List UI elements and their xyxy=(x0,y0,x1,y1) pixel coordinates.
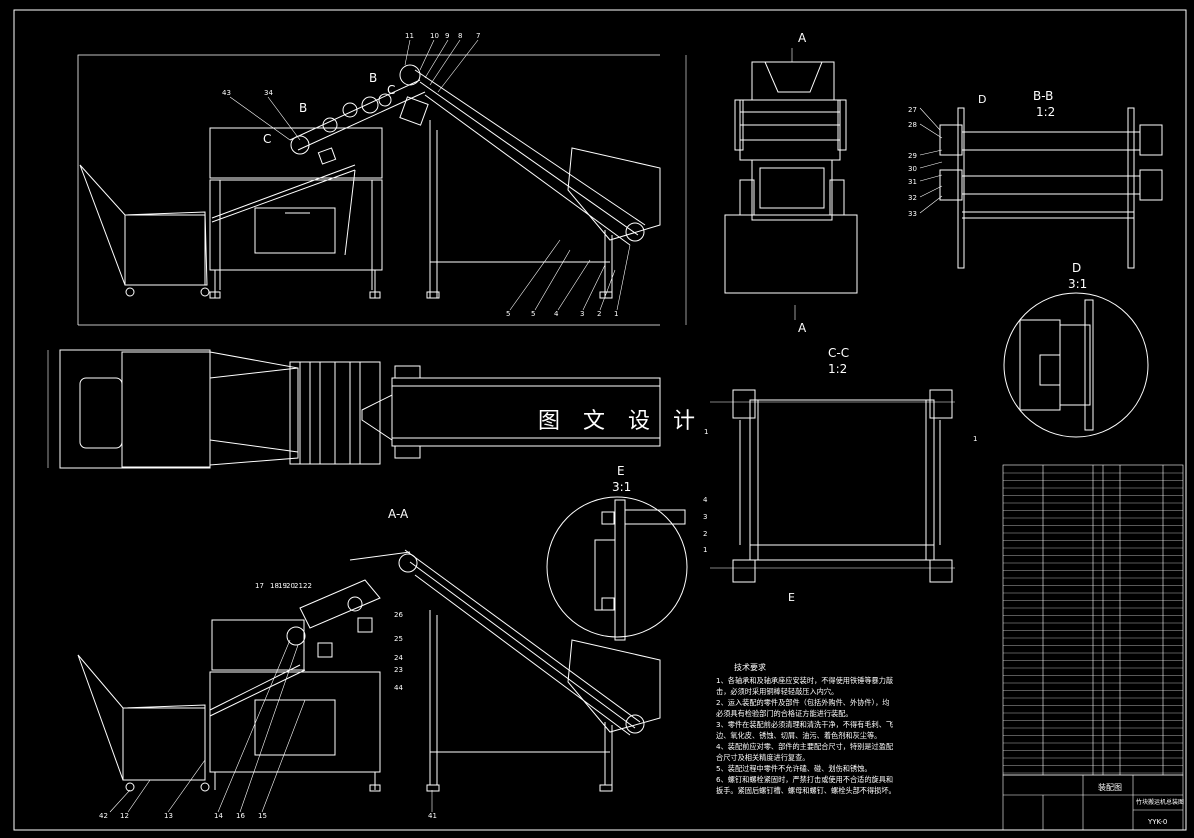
callout-number: 11 xyxy=(405,32,414,40)
callout-number: 41 xyxy=(428,812,437,820)
technical-requirements-title: 技术要求 xyxy=(734,663,766,672)
callout-number: 16 xyxy=(236,812,245,820)
title-block xyxy=(1002,774,1184,831)
callout-number: 26 xyxy=(394,611,403,619)
detail-e-scale: 3:1 xyxy=(612,480,631,494)
tech-note-line: 1、各轴承和及轴承座应安装时，不得使用铁锤等暴力敲 xyxy=(716,676,894,685)
callout-number: 44 xyxy=(394,684,403,692)
section-bb-scale: 1:2 xyxy=(1036,105,1055,119)
callout-number: 3 xyxy=(703,513,707,521)
title-block-product: 竹块搬运机总装图 xyxy=(1136,798,1184,806)
detail-ref-d: D xyxy=(978,93,986,106)
callout-number: 14 xyxy=(214,812,223,820)
section-cc-title: C-C xyxy=(828,346,849,360)
callout-number: 1 xyxy=(973,435,977,443)
callout-number: 7 xyxy=(476,32,480,40)
parts-list-table xyxy=(1002,464,1184,776)
callout-number: 13 xyxy=(164,812,173,820)
tech-note-line: 边、氧化皮、锈蚀、切屑、油污、着色剂和灰尘等。 xyxy=(716,731,882,740)
tech-note-line: 5、装配过程中零件不允许磕、碰、划伤和锈蚀。 xyxy=(716,764,872,773)
callout-number: 33 xyxy=(908,210,917,218)
view-marker-b-right: B xyxy=(369,71,377,85)
callout-number: 24 xyxy=(394,654,403,662)
front-view xyxy=(724,48,858,320)
title-block-drawing-no: YYK-0 xyxy=(1147,818,1167,826)
section-aa-title: A-A xyxy=(388,507,409,521)
detail-d-view xyxy=(1003,292,1149,438)
callout-number: 19 xyxy=(278,582,287,590)
tech-note-line: 必须具有检验部门的合格证方能进行装配。 xyxy=(716,709,853,718)
tech-note-line: 击，必须时采用铜棒轻轻敲压入内穴。 xyxy=(716,687,839,696)
view-arrow-a-bottom: A xyxy=(798,321,807,335)
callout-number: 8 xyxy=(458,32,462,40)
callout-number: 21 xyxy=(294,582,303,590)
callout-number: 10 xyxy=(430,32,439,40)
callout-number: 22 xyxy=(303,582,312,590)
sheet-border xyxy=(13,9,1187,831)
callout-number: 1 xyxy=(703,546,707,554)
section-bb-title: B-B xyxy=(1033,89,1053,103)
view-arrow-a-top: A xyxy=(798,31,807,45)
callout-number: 18 xyxy=(270,582,279,590)
callout-number: 4 xyxy=(703,496,708,504)
technical-requirements: 技术要求 1、各轴承和及轴承座应安装时，不得使用铁锤等暴力敲 击，必须时采用铜棒… xyxy=(716,662,998,796)
callout-number: 31 xyxy=(908,178,917,186)
callout-number: 15 xyxy=(258,812,267,820)
callout-number: 1 xyxy=(704,428,708,436)
callout-number: 43 xyxy=(222,89,231,97)
callout-number: 28 xyxy=(908,121,917,129)
watermark-text: 图 文 设 计 xyxy=(538,409,703,434)
callout-number: 32 xyxy=(908,194,917,202)
callout-number: 34 xyxy=(264,89,273,97)
tech-note-line: 6、螺钉和螺栓紧固时，严禁打击或使用不合适的旋具和 xyxy=(716,775,894,784)
view-marker-b-left: B xyxy=(299,101,307,115)
section-aa-view xyxy=(77,549,661,813)
callout-number: 27 xyxy=(908,106,917,114)
callout-number: 42 xyxy=(99,812,108,820)
detail-ref-e: E xyxy=(788,591,795,604)
callout-number: 12 xyxy=(120,812,129,820)
callout-number: 5 xyxy=(531,310,535,318)
callout-number: 23 xyxy=(394,666,403,674)
tech-note-line: 2、运入装配的零件及部件（包括外购件、外协件），均 xyxy=(716,698,890,707)
callout-number: 20 xyxy=(286,582,295,590)
callout-number: 17 xyxy=(255,582,264,590)
tech-note-line: 扳手。紧固后螺钉槽、螺母和螺钉、螺栓头部不得损坏。 xyxy=(716,786,896,795)
callout-number: 3 xyxy=(580,310,584,318)
callout-number: 9 xyxy=(445,32,449,40)
callout-number: 30 xyxy=(908,165,917,173)
section-cc-scale: 1:2 xyxy=(828,362,847,376)
detail-d-scale: 3:1 xyxy=(1068,277,1087,291)
detail-e-title: E xyxy=(617,464,625,478)
callout-number: 1 xyxy=(614,310,618,318)
title-block-drawing-name: 装配图 xyxy=(1098,782,1122,792)
tech-note-line: 4、装配前应对零、部件的主要配合尺寸，特别是过盈配 xyxy=(716,742,894,751)
detail-d-title: D xyxy=(1072,261,1081,275)
callout-number: 2 xyxy=(597,310,601,318)
tech-note-line: 3、零件在装配前必须清理和清洗干净，不得有毛刺、飞 xyxy=(716,720,894,729)
plan-view xyxy=(47,349,661,469)
view-marker-c-right: C xyxy=(387,83,395,97)
callout-number: 5 xyxy=(506,310,510,318)
callout-number: 29 xyxy=(908,152,917,160)
callout-number: 2 xyxy=(703,530,707,538)
callout-number: 4 xyxy=(554,310,559,318)
section-bb-view xyxy=(919,107,1163,269)
callout-number: 25 xyxy=(394,635,403,643)
section-cc-view xyxy=(710,389,955,583)
detail-e-view xyxy=(546,496,688,641)
main-elevation-view xyxy=(77,39,687,326)
view-marker-c-left: C xyxy=(263,132,271,146)
tech-note-line: 合尺寸及相关精度进行复查。 xyxy=(716,753,810,762)
